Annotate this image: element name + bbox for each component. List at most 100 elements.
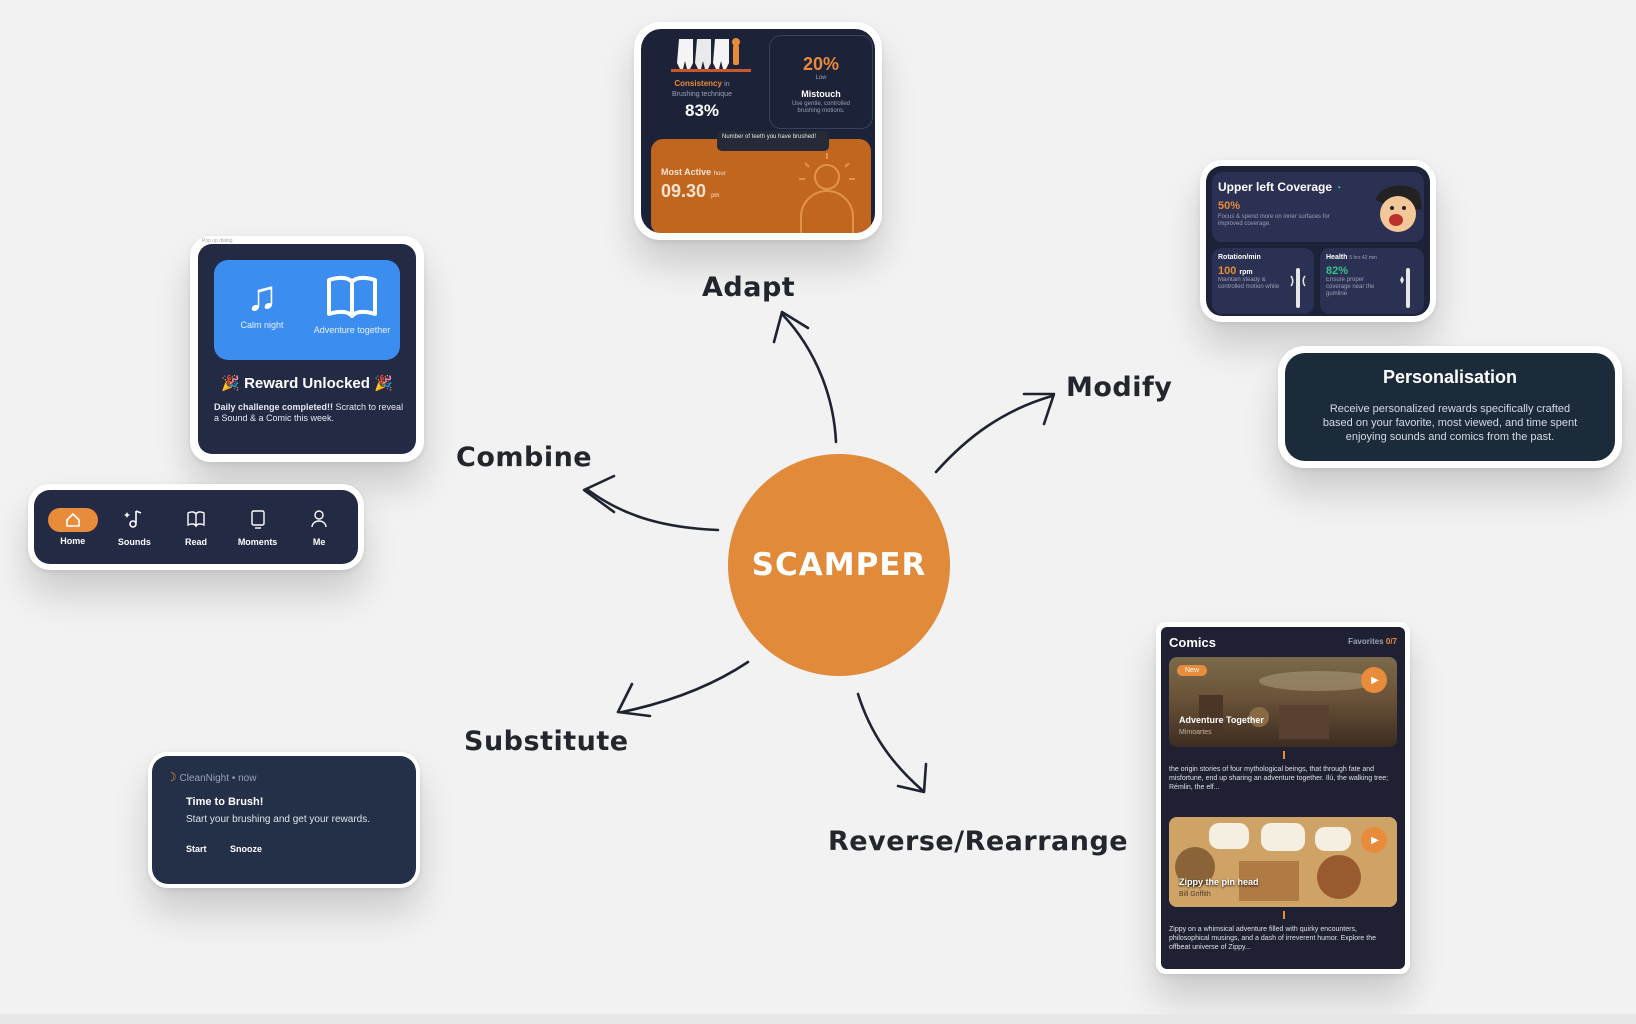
notification-title: Time to Brush! bbox=[186, 796, 264, 808]
favorites-count: 0/7 bbox=[1385, 637, 1397, 646]
notification-snooze-button[interactable]: Snooze bbox=[230, 844, 263, 854]
home-icon bbox=[65, 513, 80, 527]
music-note-icon bbox=[124, 509, 142, 528]
play-icon: ▶ bbox=[1371, 834, 1379, 846]
arrow-head-substitute bbox=[616, 682, 652, 718]
open-book-icon bbox=[327, 275, 377, 318]
sun-person-icon bbox=[799, 153, 855, 233]
arrow-to-substitute bbox=[620, 660, 750, 714]
party-popper-icon-left: 🎉 bbox=[221, 375, 240, 392]
comic-1-play-button[interactable]: ▶ bbox=[1361, 667, 1387, 693]
personalisation-title: Personalisation bbox=[1382, 367, 1518, 387]
health-time: 5 hrs 42 min bbox=[1349, 255, 1377, 261]
arrow-head-modify bbox=[1022, 392, 1056, 426]
dialog-tiny-label: Pop up dialog bbox=[202, 238, 233, 244]
label-substitute: Substitute bbox=[464, 726, 629, 757]
nav-item-me[interactable]: Me bbox=[291, 508, 347, 547]
tile-calm-night[interactable]: ♫ Calm night bbox=[222, 272, 302, 330]
bottom-nav-card: Home Sounds Read Moments Me bbox=[28, 484, 364, 570]
comic-1-divider bbox=[1283, 751, 1285, 759]
most-active-hour-label: hour bbox=[713, 171, 726, 177]
comic-2-play-button[interactable]: ▶ bbox=[1361, 827, 1387, 853]
personalisation-card: Personalisation Receive personalized rew… bbox=[1278, 346, 1622, 468]
arrow-to-adapt bbox=[780, 312, 838, 444]
comic-2-divider bbox=[1283, 911, 1285, 919]
rotation-desc: Maintain steady & controlled motion whil… bbox=[1218, 277, 1280, 290]
coverage-title: Upper left Coverage bbox=[1218, 180, 1333, 194]
reward-desc-rest: Scratch to reveal a Sound & a Comic this… bbox=[214, 402, 404, 423]
arrow-to-combine bbox=[586, 488, 720, 532]
nav-item-sounds[interactable]: Sounds bbox=[106, 508, 162, 547]
nav-label-read: Read bbox=[184, 536, 207, 547]
mistouch-level: Low bbox=[815, 75, 827, 81]
teeth-illustration bbox=[671, 38, 751, 72]
rotation-unit: rpm bbox=[1239, 269, 1253, 276]
comics-card: Comics Favorites 0/7 New ▶ Adventure Tog… bbox=[1156, 622, 1410, 974]
most-active-panel: Most Active hour 09.30 pm bbox=[651, 139, 871, 233]
reward-dialog-card: Pop up dialog ♫ Calm night Adventure tog… bbox=[190, 236, 424, 462]
kid-face-illustration bbox=[1376, 185, 1422, 232]
toothbrush-icon bbox=[1290, 268, 1306, 308]
nav-label-me: Me bbox=[312, 536, 326, 547]
coverage-card: Upper left Coverage ◔ 50% Focus & spend … bbox=[1200, 160, 1436, 322]
reward-title: Reward Unlocked bbox=[244, 375, 370, 392]
health-title: Health bbox=[1326, 254, 1348, 261]
most-active-title: Most Active bbox=[661, 167, 712, 177]
bottom-nav-bar: Home Sounds Read Moments Me bbox=[34, 490, 358, 564]
comic-1-desc: the origin stories of four mythological … bbox=[1169, 766, 1389, 791]
comics-title: Comics bbox=[1169, 635, 1216, 650]
comic-item-1[interactable]: New ▶ Adventure Together Mimoartes bbox=[1169, 657, 1397, 747]
comic-1-title: Adventure Together bbox=[1179, 715, 1264, 725]
person-icon bbox=[311, 509, 327, 527]
mistouch-desc: Use gentle, controlled brushing motions. bbox=[791, 101, 851, 114]
nav-label-sounds: Sounds bbox=[117, 536, 151, 547]
notification-start-button[interactable]: Start bbox=[186, 844, 207, 854]
arrow-to-reverse bbox=[856, 692, 924, 792]
rotation-value: 100 bbox=[1218, 265, 1237, 277]
consistency-title: Consistency bbox=[674, 79, 722, 88]
consistency-in: in bbox=[724, 81, 730, 88]
brushing-stats-card: Consistency in Brushing technique 83% 20… bbox=[634, 22, 882, 240]
label-adapt: Adapt bbox=[702, 272, 796, 303]
tile-adventure-together[interactable]: Adventure together bbox=[310, 272, 394, 335]
page-bottom-edge bbox=[0, 1014, 1636, 1024]
comic-1-author: Mimoartes bbox=[1179, 729, 1212, 736]
most-active-value: 09.30 bbox=[661, 181, 707, 201]
tile-calm-night-label: Calm night bbox=[240, 320, 284, 330]
mistouch-value: 20% bbox=[802, 54, 840, 74]
reward-desc-bold: Daily challenge completed!! bbox=[214, 402, 334, 412]
comic-1-cover-art bbox=[1199, 671, 1379, 739]
consistency-subtitle: Brushing technique bbox=[672, 91, 732, 98]
coverage-value: 50% bbox=[1218, 200, 1241, 212]
comic-2-cover-art bbox=[1169, 817, 1397, 907]
reward-tiles: ♫ Calm night Adventure together bbox=[214, 260, 400, 360]
notification-app-name: CleanNight bbox=[179, 773, 230, 784]
health-desc: Ensure proper coverage near the gumline bbox=[1326, 277, 1375, 297]
coverage-desc: Focus & spend more on inner surfaces for… bbox=[1218, 214, 1330, 227]
comic-1-new-badge: New bbox=[1177, 665, 1208, 676]
nav-label-home: Home bbox=[60, 536, 86, 546]
rotation-panel: Rotation/min 100 rpm Maintain steady & c… bbox=[1212, 248, 1314, 314]
signal-icon: ◔ bbox=[1335, 183, 1342, 194]
party-popper-icon-right: 🎉 bbox=[374, 375, 393, 392]
nav-item-read[interactable]: Read bbox=[168, 508, 224, 547]
notification-body: Start your brushing and get your rewards… bbox=[186, 814, 370, 825]
nav-item-moments[interactable]: Moments bbox=[230, 508, 286, 547]
comic-item-2[interactable]: ▶ Zippy the pin head Bill Griffith bbox=[1169, 817, 1397, 907]
nav-item-home[interactable]: Home bbox=[45, 508, 101, 546]
label-combine: Combine bbox=[456, 442, 593, 473]
label-reverse-rearrange: Reverse/Rearrange bbox=[828, 826, 1129, 857]
health-value: 82% bbox=[1326, 265, 1349, 277]
personalisation-desc: Receive personalized rewards specificall… bbox=[1322, 403, 1578, 443]
label-modify: Modify bbox=[1066, 372, 1173, 403]
notification-dot: • bbox=[231, 773, 236, 784]
favorites-label: Favorites bbox=[1348, 637, 1384, 646]
notification-card: ☽ CleanNight • now Time to Brush! Start … bbox=[148, 752, 420, 888]
nav-label-moments: Moments bbox=[237, 536, 278, 547]
coverage-panel: Upper left Coverage ◔ 50% Focus & spend … bbox=[1212, 172, 1424, 242]
arrow-head-combine bbox=[582, 474, 616, 514]
mistouch-panel: 20% Low Mistouch Use gentle, controlled … bbox=[769, 35, 873, 129]
tile-adventure-label: Adventure together bbox=[313, 325, 391, 335]
scamper-center-circle: SCAMPER bbox=[728, 454, 950, 676]
